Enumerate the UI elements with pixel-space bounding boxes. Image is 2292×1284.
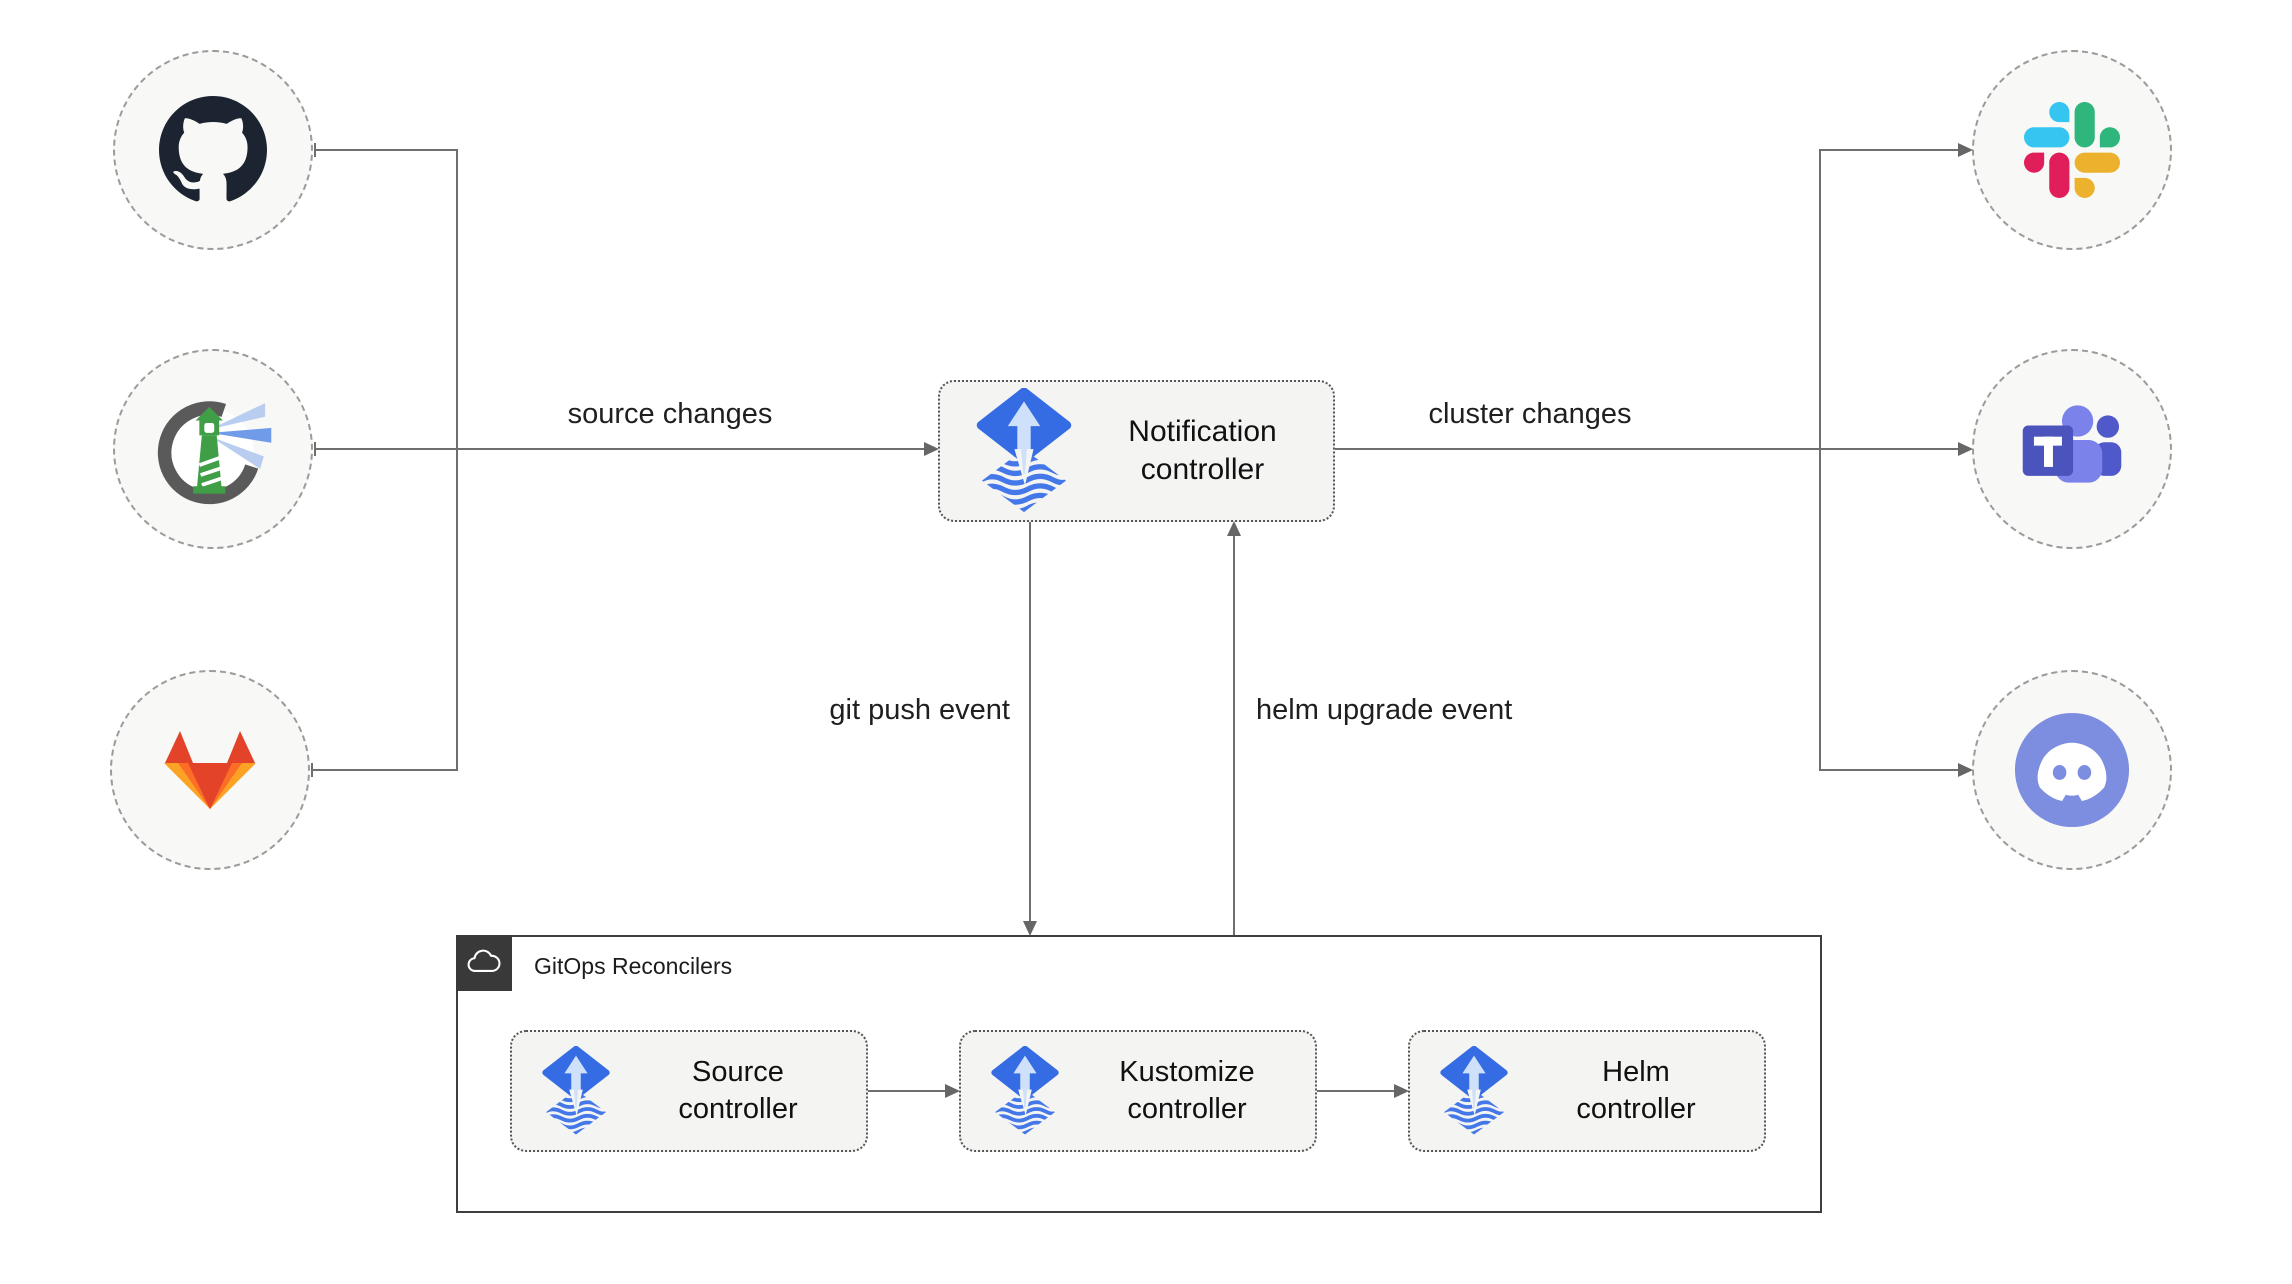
teams-icon xyxy=(2016,393,2128,505)
gitlab-icon xyxy=(160,729,260,811)
gitlab-node xyxy=(110,670,310,870)
connector-slack-line xyxy=(1820,149,1958,151)
helm-controller-node: Helm controller xyxy=(1408,1030,1766,1152)
source-to-kustomize-arrowhead xyxy=(945,1084,960,1098)
git-push-arrowhead xyxy=(1023,921,1037,936)
cloud-icon xyxy=(465,949,503,977)
git-push-line xyxy=(1029,522,1031,921)
helm-upgrade-arrowhead xyxy=(1227,521,1241,536)
connector-github-line xyxy=(316,149,457,151)
edge-label-cluster-changes: cluster changes xyxy=(1428,398,1632,430)
teams-node xyxy=(1972,349,2172,549)
helm-upgrade-line xyxy=(1233,536,1235,935)
notification-controller-label: Notification controller xyxy=(1128,414,1277,486)
flux-icon xyxy=(976,388,1072,514)
source-controller-label: Source controller xyxy=(678,1055,798,1125)
connector-right-vertical-line xyxy=(1819,149,1821,771)
flux-icon xyxy=(991,1046,1059,1136)
connector-gitlab-tick xyxy=(311,763,313,777)
harbor-icon xyxy=(151,387,275,511)
kustomize-controller-label: Kustomize controller xyxy=(1119,1055,1255,1125)
kustomize-to-helm-line xyxy=(1317,1090,1394,1092)
source-controller-node: Source controller xyxy=(510,1030,868,1152)
slack-icon xyxy=(2024,102,2120,198)
gitops-tag xyxy=(456,935,512,991)
edge-label-source-changes: source changes xyxy=(567,398,773,430)
cluster-changes-line xyxy=(1335,448,1958,450)
github-icon xyxy=(159,96,267,204)
connector-tick-github xyxy=(314,143,316,157)
edge-label-helm-upgrade: helm upgrade event xyxy=(1256,694,1513,726)
edge-label-git-push: git push event xyxy=(829,694,1010,726)
flux-icon xyxy=(1440,1046,1508,1136)
slack-node xyxy=(1972,50,2172,250)
connector-gitlab-line xyxy=(313,769,457,771)
connector-harbor-tick xyxy=(314,442,316,456)
cluster-changes-arrowhead xyxy=(1958,442,1973,456)
source-to-kustomize-line xyxy=(868,1090,945,1092)
kustomize-controller-node: Kustomize controller xyxy=(959,1030,1317,1152)
slack-arrowhead xyxy=(1958,143,1973,157)
kustomize-to-helm-arrowhead xyxy=(1394,1084,1409,1098)
notification-controller-node: Notification controller xyxy=(938,380,1335,522)
connector-discord-line xyxy=(1820,769,1958,771)
gitops-reconcilers-label: GitOps Reconcilers xyxy=(534,953,733,979)
source-changes-arrowhead xyxy=(924,442,939,456)
source-changes-line xyxy=(316,448,924,450)
connector-left-vertical-line xyxy=(456,149,458,771)
discord-arrowhead xyxy=(1958,763,1973,777)
flux-icon xyxy=(542,1046,610,1136)
discord-icon xyxy=(2010,708,2134,832)
harbor-node xyxy=(113,349,313,549)
gitops-reconcilers-container: GitOps Reconcilers xyxy=(456,935,1822,1213)
github-node xyxy=(113,50,313,250)
helm-controller-label: Helm controller xyxy=(1576,1055,1696,1125)
discord-node xyxy=(1972,670,2172,870)
